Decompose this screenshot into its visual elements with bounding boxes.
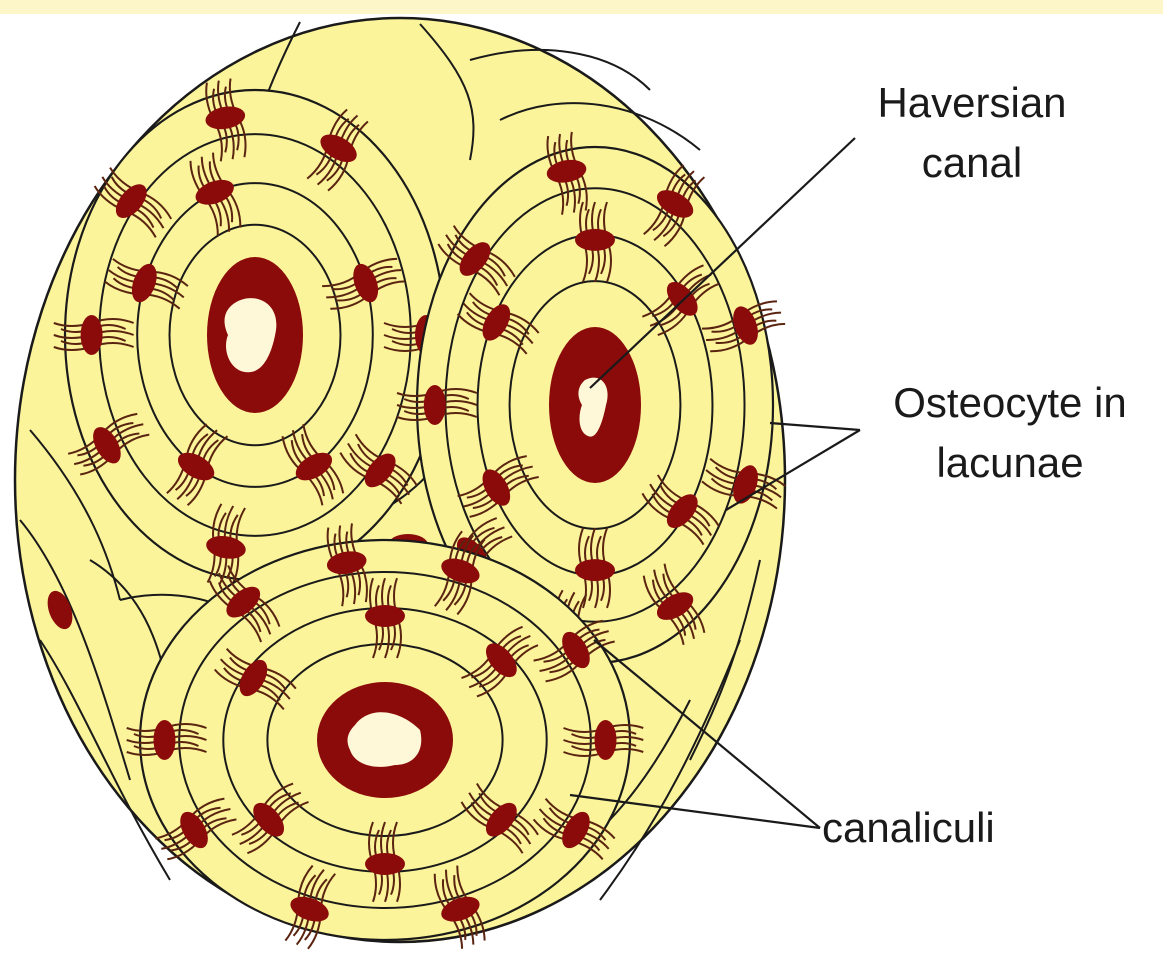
osteocyte-lacuna: [365, 605, 405, 627]
osteocyte-lacuna: [81, 315, 103, 355]
top-strip: [0, 0, 1163, 14]
haversian-canal-label-line1: Haversian: [877, 79, 1066, 126]
labels: Haversian canal Osteocyte in lacunae can…: [822, 79, 1127, 851]
osteocyte-label-line2: lacunae: [936, 439, 1083, 486]
osteocyte-lacuna: [575, 229, 615, 251]
osteocyte-label-line1: Osteocyte in: [893, 379, 1126, 426]
osteocyte-lacuna: [154, 720, 176, 760]
osteocyte-lacuna: [424, 385, 446, 425]
osteocyte-lacuna: [595, 720, 617, 760]
osteocyte-lacuna: [575, 559, 615, 581]
canaliculi-label: canaliculi: [822, 804, 995, 851]
haversian-canal-label-line2: canal: [922, 139, 1022, 186]
osteocyte-lacuna: [365, 853, 405, 875]
